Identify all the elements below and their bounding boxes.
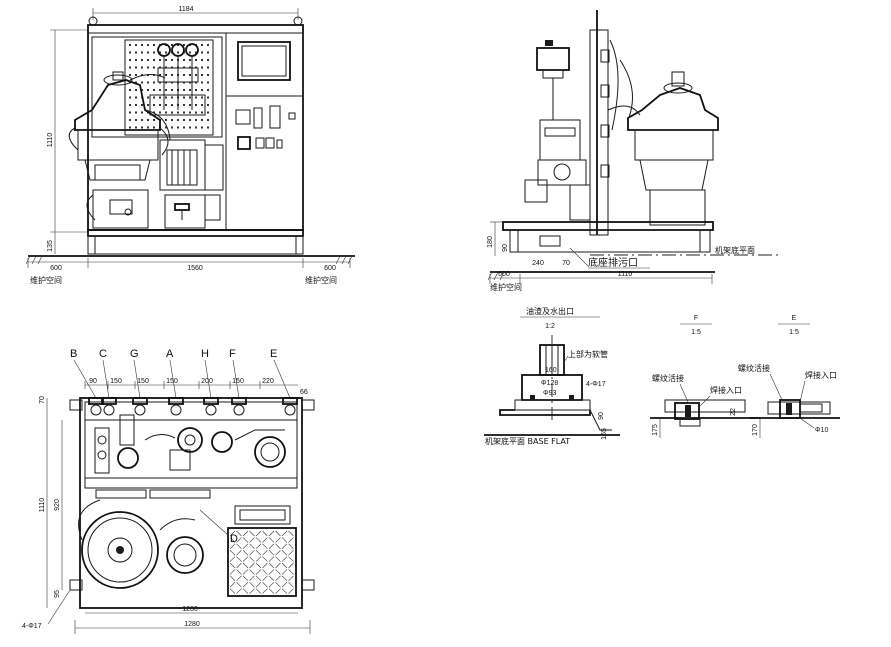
flange-F (231, 397, 247, 416)
plan-hatched-box (227, 527, 297, 597)
separator-bowl (68, 71, 171, 181)
pipe-leader-H (204, 359, 212, 399)
side-motor (524, 40, 591, 221)
side-label-maintenance: 维护空间 (490, 282, 522, 292)
detail-F-thread-label: 螺纹活接 (652, 373, 684, 383)
flange-A (168, 397, 184, 416)
control-cabinet (226, 41, 303, 150)
detail-F-dim-22: 22 (730, 408, 737, 416)
pipe-label-E: E (270, 348, 277, 360)
plan-pumps (94, 414, 286, 474)
front-dim-height: 1110 (47, 133, 54, 148)
front-dim-top: 1184 (178, 6, 193, 13)
pipe-spacing-3: 150 (166, 378, 178, 385)
pipe-spacing-1: 150 (110, 378, 122, 385)
front-label-maintenance-right: 维护空间 (305, 275, 337, 285)
flange-C (101, 397, 117, 416)
pipe-leader-F (232, 359, 240, 399)
pipe-label-B: B (70, 348, 77, 360)
detail-E-thread-label: 螺纹活接 (738, 363, 770, 373)
plan-dim-920: 920 (54, 499, 61, 511)
flange-H (203, 397, 219, 416)
side-dim-70: 70 (562, 260, 570, 267)
outlet-scale: 1:2 (545, 323, 555, 330)
detail-outlet: 油渣及水出口 1:2 上部为软管 160 Φ128 Φ93 4-Φ17 90 1… (484, 306, 620, 446)
pipe-label-H: H (201, 348, 209, 360)
outlet-base-label: 机架底平面 BASE FLAT (485, 436, 570, 446)
flange-G (132, 397, 148, 416)
side-base-label: 机架底平面 (715, 245, 755, 255)
plan-hole-label: 4-Φ17 (22, 623, 42, 630)
outlet-hole-label: 4-Φ17 (586, 381, 606, 388)
pipe-spacing-4: 200 (201, 378, 213, 385)
front-dim-right-margin: 600 (324, 265, 336, 272)
plan-label-D: D (230, 533, 238, 545)
outlet-dim-160: 160 (545, 367, 557, 374)
plan-dim-1110: 1110 (39, 498, 46, 513)
side-dim-90: 90 (502, 244, 509, 252)
outlet-title: 油渣及水出口 (526, 306, 574, 316)
pipe-leader-C (102, 359, 110, 399)
side-dim-height: 180 (487, 236, 494, 248)
pipe-label-F: F (229, 348, 236, 360)
detail-E-dim-170: 170 (752, 424, 759, 436)
plan-dim-66: 66 (300, 389, 308, 396)
side-dim-left-margin: 600 (498, 271, 510, 278)
pipe-label-C: C (99, 348, 107, 360)
side-dim-240: 240 (532, 260, 544, 267)
plan-view: B C G A H F E 90 150 150 150 200 150 220 66 (22, 348, 315, 634)
outlet-dim-128: Φ128 (541, 380, 558, 387)
flange-E (282, 397, 298, 416)
plan-dim-95: 95 (54, 590, 61, 598)
detail-E-scale: 1:5 (789, 329, 799, 336)
front-dim-left-margin: 600 (50, 265, 62, 272)
pipe-leader-B (73, 359, 97, 399)
detail-F-scale: 1:5 (691, 329, 701, 336)
plan-separator (78, 499, 204, 589)
plan-dim-1200: 1200 (182, 606, 198, 613)
pipe-spacing-6: 220 (262, 378, 274, 385)
pipe-leader-E (273, 359, 291, 399)
side-view: 机架底平面 180 90 240 70 底座排污口 600 1110 维护空间 (487, 10, 780, 292)
detail-F-title: F (694, 315, 698, 322)
front-dim-base: 135 (47, 240, 54, 252)
outlet-dim-90: 90 (598, 412, 605, 420)
outlet-dim-93: Φ93 (543, 390, 556, 397)
heater-unit (159, 139, 224, 191)
lower-pump (86, 189, 221, 229)
outlet-dim-165: 165 (601, 428, 608, 440)
detail-E-weld-label: 焊接入口 (805, 370, 837, 380)
pipe-spacing-5: 150 (232, 378, 244, 385)
flange-B (88, 397, 104, 416)
pipe-leader-G (133, 359, 141, 399)
side-separator-bowl (607, 39, 719, 226)
pipe-spacing-0: 90 (89, 378, 97, 385)
detail-E-title: E (792, 315, 797, 322)
pipe-label-A: A (166, 348, 174, 360)
outlet-hose-label: 上部为软管 (568, 349, 608, 359)
pipe-spacing-2: 150 (137, 378, 149, 385)
front-dim-width: 1560 (187, 265, 203, 272)
detail-F: F 1:5 螺纹活接 焊接入口 22 175 (650, 315, 760, 438)
pipe-leader-A (169, 359, 177, 399)
front-label-maintenance-left: 维护空间 (30, 275, 62, 285)
plan-dim-1280: 1280 (184, 621, 200, 628)
pipe-label-G: G (130, 348, 139, 360)
side-dim-width: 1110 (618, 271, 633, 278)
side-drain-label: 底座排污口 (588, 256, 638, 269)
detail-F-dim-175: 175 (652, 424, 659, 436)
detail-E: E 1:5 螺纹活接 焊接入口 170 Φ10 (738, 315, 840, 438)
front-view: 1184 1110 135 (25, 6, 355, 285)
detail-F-weld-label: 焊接入口 (710, 385, 742, 395)
detail-E-dim-10: Φ10 (815, 427, 828, 434)
plan-dim-70: 70 (39, 396, 46, 404)
